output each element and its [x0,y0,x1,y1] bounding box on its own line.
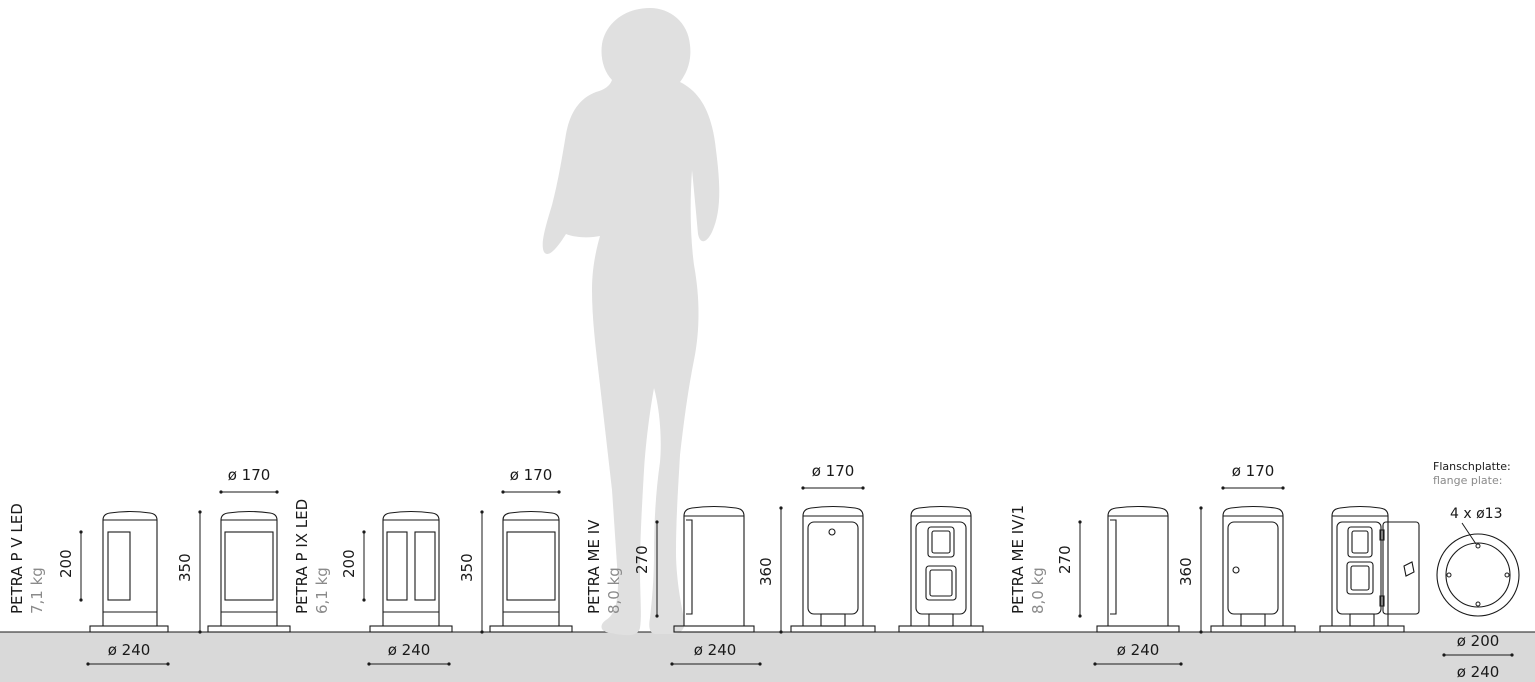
height-dimension-label: 350 [458,553,476,582]
product-weight: 8,0 kg [1029,567,1047,614]
flange-holes-label: 4 x ø13 [1450,506,1502,522]
bollard-side-view [1096,505,1180,633]
height-dimension-label: 360 [1177,557,1195,586]
height-dimension-label: 200 [57,549,75,578]
product-petra-me-iv-1: PETRA ME IV/1 8,0 kg 270 360 [1009,462,1420,666]
flange-outer-circle [1436,533,1520,617]
bollard-side-view [489,510,573,633]
top-diameter-label: ø 170 [228,466,271,484]
flange-inner-circle [1445,542,1511,608]
product-weight: 6,1 kg [313,567,331,614]
top-diameter-label: ø 170 [510,466,553,484]
height-dimension-label: 270 [1056,545,1074,574]
bollard-front-view [89,510,169,633]
flange-inner-diameter-label: ø 200 [1457,632,1500,650]
bollard-front-view [790,505,876,633]
product-name: PETRA P IX LED [293,499,311,614]
product-weight: 8,0 kg [605,567,623,614]
bollard-front-view [369,510,453,633]
bollard-side-view [673,505,755,633]
top-diameter-label: ø 170 [812,462,855,480]
top-diameter-label: ø 170 [1232,462,1275,480]
person-silhouette [542,8,720,636]
product-petra-me-iv: PETRA ME IV 8,0 kg 270 360 [585,462,984,666]
height-dimension-label: 200 [340,549,358,578]
height-dimension-label: 350 [176,553,194,582]
product-name: PETRA ME IV [585,519,603,614]
product-petra-p-ix-led: PETRA P IX LED 6,1 kg 200 350 ø 170 ø 24… [293,466,573,666]
flange-plate-detail: Flanschplatte: flange plate: 4 x ø13 ø 2… [1433,460,1520,681]
base-diameter-label: ø 240 [108,641,151,659]
bollard-front-view [1210,505,1296,633]
height-dimension-label: 360 [757,557,775,586]
product-weight: 7,1 kg [28,567,46,614]
flange-outer-diameter-label: ø 240 [1457,663,1500,681]
base-diameter-label: ø 240 [694,641,737,659]
base-diameter-label: ø 240 [1117,641,1160,659]
bollard-open-view [898,505,984,633]
flange-title-en: flange plate: [1433,474,1502,487]
product-petra-p-v-led: PETRA P V LED 7,1 kg 200 350 ø 170 [8,466,291,666]
bollard-open-door-view [1319,505,1420,633]
flange-title-de: Flanschplatte: [1433,460,1511,473]
bollard-side-view [207,510,291,633]
height-dimension-label: 270 [633,545,651,574]
product-name: PETRA ME IV/1 [1009,505,1027,614]
product-name: PETRA P V LED [8,503,26,614]
base-diameter-label: ø 240 [388,641,431,659]
ground-band [0,632,1535,682]
